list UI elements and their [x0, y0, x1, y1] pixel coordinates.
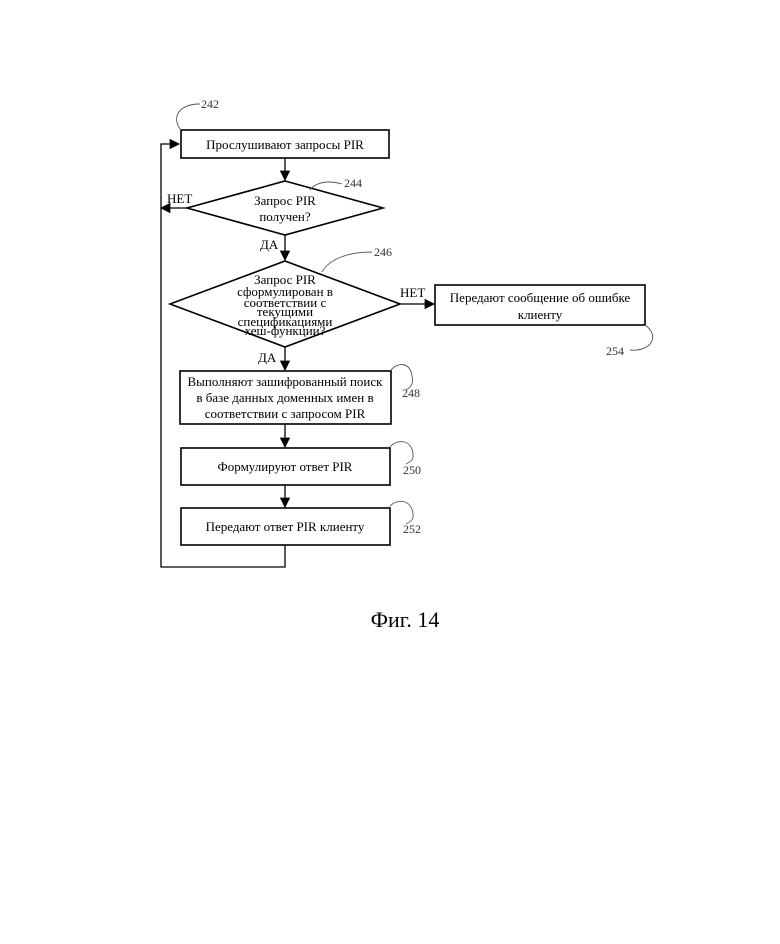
ref-number-248: 248 — [402, 386, 420, 400]
ref-number-246: 246 — [374, 245, 392, 259]
branch-label-no-formulated: НЕТ — [400, 285, 425, 300]
node-send-label: Передают ответ PIR клиенту — [206, 519, 365, 534]
node-error-line-2: клиенту — [518, 307, 563, 322]
figure-caption: Фиг. 14 — [371, 607, 440, 632]
node-formulate-response: Формулируют ответ PIR — [181, 448, 390, 485]
node-search-line-2: в базе данных доменных имен в — [196, 390, 373, 405]
branch-label-no-received: НЕТ — [167, 191, 192, 206]
node-response-label: Формулируют ответ PIR — [218, 459, 353, 474]
branch-label-yes-received: ДА — [260, 237, 279, 252]
ref-number-254: 254 — [606, 344, 624, 358]
node-encrypted-search: Выполняют зашифрованный поиск в базе дан… — [180, 371, 391, 424]
ref-number-242: 242 — [201, 97, 219, 111]
decision-received-line-2: получен? — [259, 209, 311, 224]
ref-leader-246 — [322, 252, 372, 272]
ref-number-250: 250 — [403, 463, 421, 477]
node-error-line-1: Передают сообщение об ошибке — [450, 290, 631, 305]
decision-received-line-1: Запрос PIR — [254, 193, 316, 208]
ref-number-244: 244 — [344, 176, 362, 190]
ref-number-252: 252 — [403, 522, 421, 536]
node-send-response: Передают ответ PIR клиенту — [181, 508, 390, 545]
node-listen-label: Прослушивают запросы PIR — [206, 137, 364, 152]
ref-leader-242 — [177, 104, 200, 130]
decision-request-formulated: Запрос PIR сформулирован в соответствии … — [170, 261, 400, 347]
node-search-line-3: соответствии с запросом PIR — [205, 406, 366, 421]
ref-leader-254 — [630, 325, 653, 350]
ref-leader-250 — [390, 442, 413, 464]
node-listen-for-pir-requests: Прослушивают запросы PIR — [181, 130, 389, 158]
branch-label-yes-formulated: ДА — [258, 350, 277, 365]
ref-leader-252 — [390, 501, 413, 524]
node-search-line-1: Выполняют зашифрованный поиск — [188, 374, 384, 389]
decision-formulated-line-6: хеш-функции? — [245, 323, 326, 338]
node-send-error-message: Передают сообщение об ошибке клиенту — [435, 285, 645, 325]
